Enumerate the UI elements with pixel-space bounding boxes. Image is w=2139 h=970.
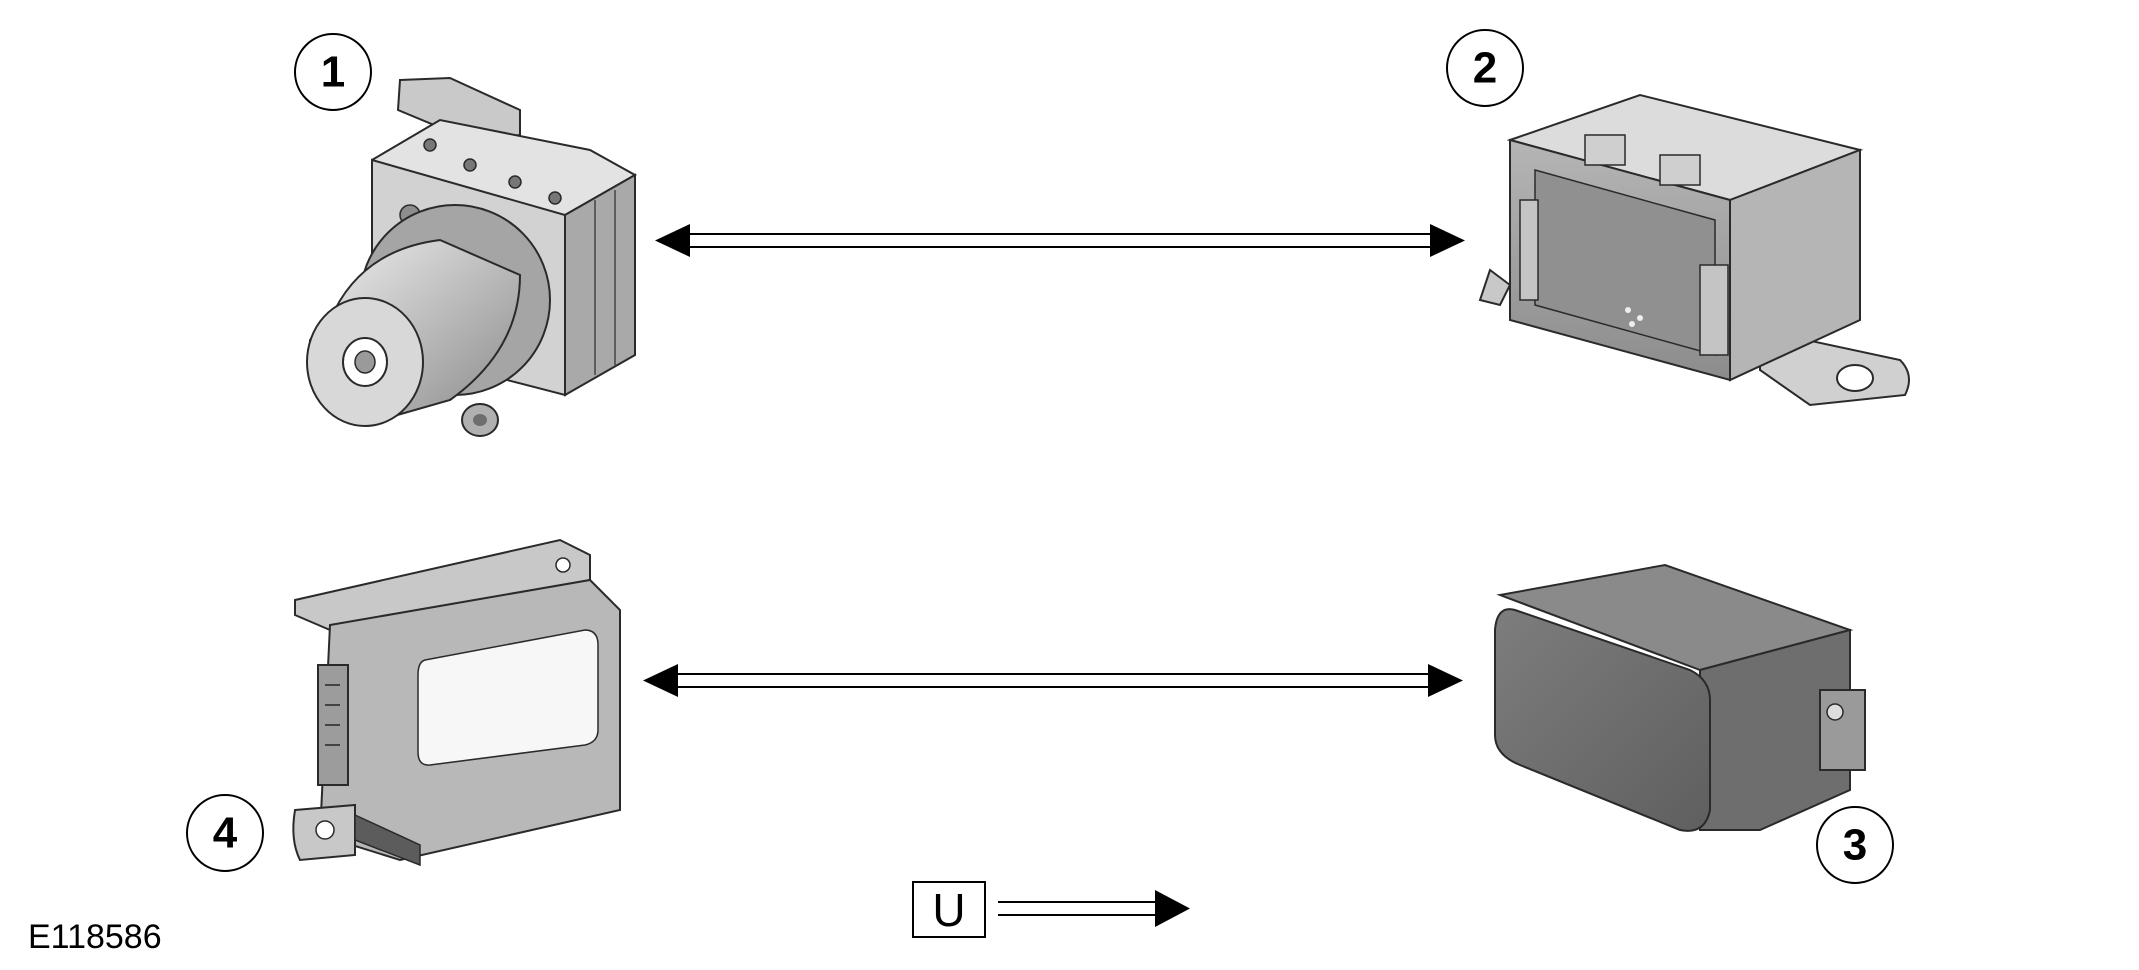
link-arrow-4-3	[643, 664, 1463, 697]
legend-arrow-head	[1155, 890, 1190, 927]
callout-4-label: 4	[213, 809, 238, 858]
control-module-4	[292, 538, 621, 867]
callout-1-label: 1	[321, 48, 345, 97]
callout-2: 2	[1446, 29, 1524, 107]
abs-module	[306, 76, 638, 437]
legend-u-box	[912, 881, 986, 938]
control-module-3	[1494, 563, 1866, 832]
legend-u: U	[912, 881, 1190, 938]
legend-u-label: U	[932, 884, 965, 936]
link-arrow-1-2	[655, 224, 1465, 257]
yaw-rate-sensor	[1478, 93, 1910, 407]
callout-1: 1	[294, 33, 372, 111]
callout-4: 4	[186, 794, 264, 872]
figure-reference-id: E118586	[28, 918, 162, 956]
callout-2-label: 2	[1473, 44, 1497, 93]
callout-3-label: 3	[1843, 821, 1867, 870]
callout-3: 3	[1816, 806, 1894, 884]
